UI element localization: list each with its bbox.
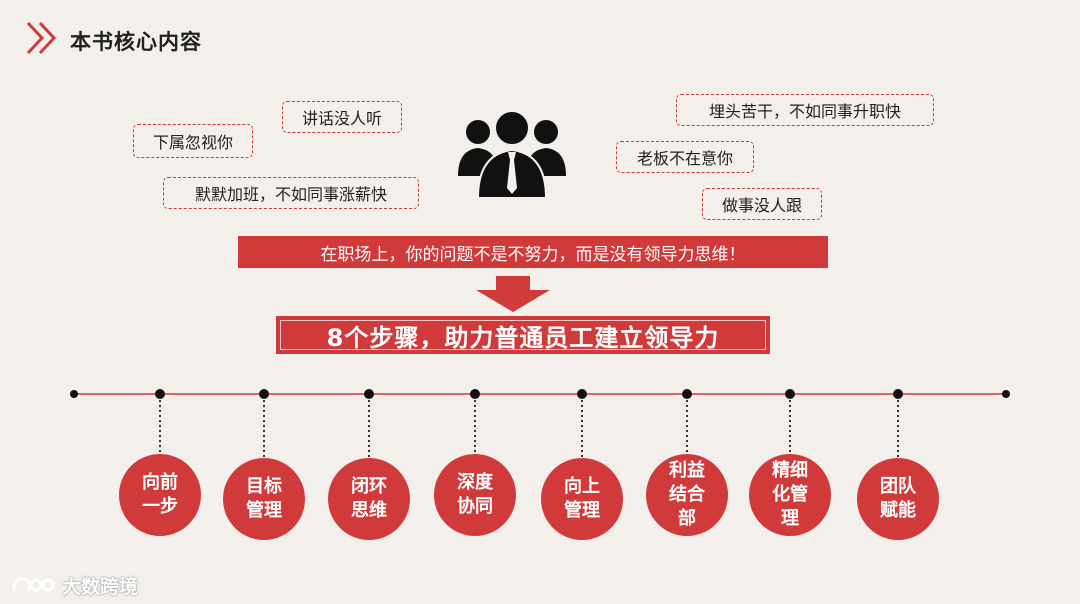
timeline-node [259,389,269,399]
double-chevron-right-icon [24,20,64,56]
timeline-node [577,389,587,399]
page-title: 本书核心内容 [70,30,202,54]
bubble-hardwork-no-promotion: 埋头苦干，不如同事升职快 [676,94,934,126]
down-arrow-icon [476,276,550,312]
timeline-node [785,389,795,399]
step-circle: 向上 管理 [541,458,623,540]
steps-banner: 8个步骤，助力普通员工建立领导力 [276,316,770,354]
bubble-overtime-no-raise: 默默加班，不如同事涨薪快 [163,177,419,209]
watermark-logo-icon [10,573,58,597]
timeline-node [682,389,692,399]
bubble-no-one-follows: 做事没人跟 [702,188,822,220]
bubble-subordinates-ignore: 下属忽视你 [133,124,253,158]
problem-statement-bar: 在职场上，你的问题不是不努力，而是没有领导力思维！ [238,236,828,268]
step-circle: 深度 协同 [434,454,516,536]
steps-banner-text: 8个步骤，助力普通员工建立领导力 [326,323,720,352]
step-circle: 精细 化管 理 [749,454,831,536]
step-circle: 闭环 思维 [328,458,410,540]
timeline-node [470,389,480,399]
timeline-node [364,389,374,399]
steps-banner-border [280,320,766,350]
step-circle: 目标 管理 [223,458,305,540]
bubble-no-one-listens: 讲话没人听 [282,101,402,133]
watermark: 大数跨境 [10,572,138,598]
team-people-icon [456,104,568,200]
step-circle: 利益 结合 部 [646,454,728,536]
step-circle: 团队 赋能 [857,458,939,540]
timeline-node [893,389,903,399]
timeline: 向前 一步目标 管理闭环 思维深度 协同向上 管理利益 结合 部精细 化管 理团… [0,380,1080,560]
step-circle: 向前 一步 [119,454,201,536]
bubble-boss-indifferent: 老板不在意你 [616,141,754,173]
timeline-node [155,389,165,399]
watermark-text: 大数跨境 [62,575,139,598]
